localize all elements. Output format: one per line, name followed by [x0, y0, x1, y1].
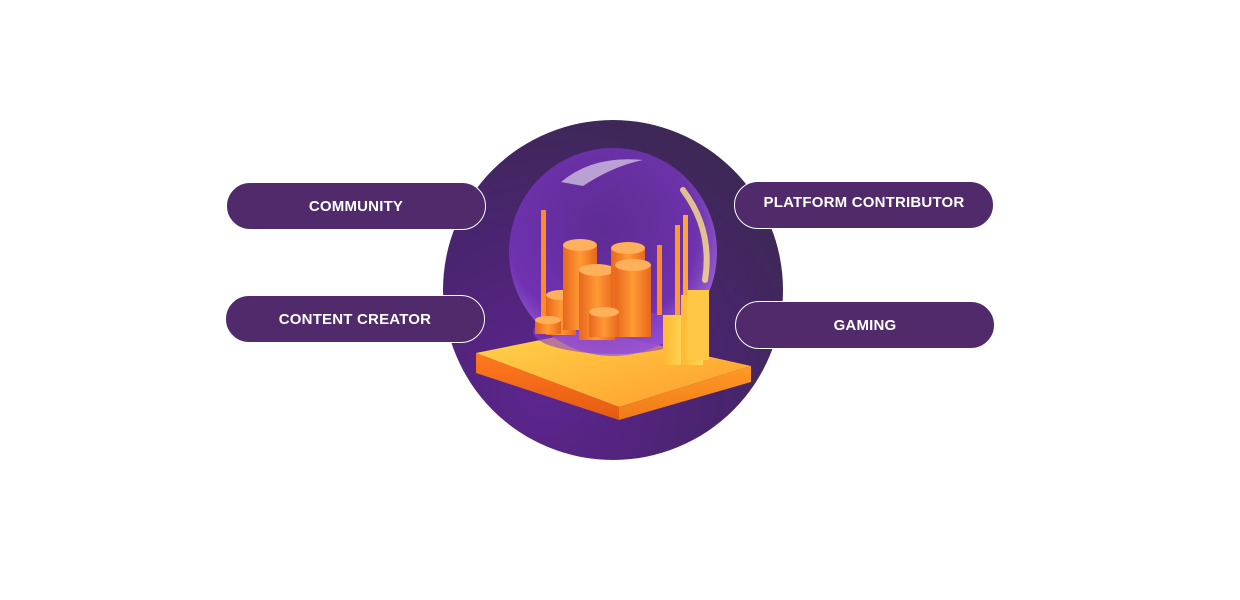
- bar-blocks: [663, 290, 709, 365]
- role-content-creator-button[interactable]: CONTENT CREATOR: [225, 295, 485, 343]
- crystal-ball-coins-illustration: [443, 120, 783, 460]
- role-community-button[interactable]: COMMUNITY: [226, 182, 486, 230]
- role-gaming-button[interactable]: GAMING: [735, 301, 995, 349]
- pole-bars: [541, 210, 688, 335]
- role-community-label: COMMUNITY: [308, 197, 404, 215]
- role-content-creator-label: CONTENT CREATOR: [278, 310, 432, 328]
- role-platform-contributor-button[interactable]: PLATFORM CONTRIBUTOR: [734, 181, 994, 229]
- illustration-graphic: [476, 148, 751, 420]
- role-gaming-label: GAMING: [833, 316, 897, 334]
- coin-stacks: [535, 239, 651, 340]
- role-platform-contributor-label: PLATFORM CONTRIBUTOR: [763, 193, 965, 211]
- platform: [476, 330, 751, 420]
